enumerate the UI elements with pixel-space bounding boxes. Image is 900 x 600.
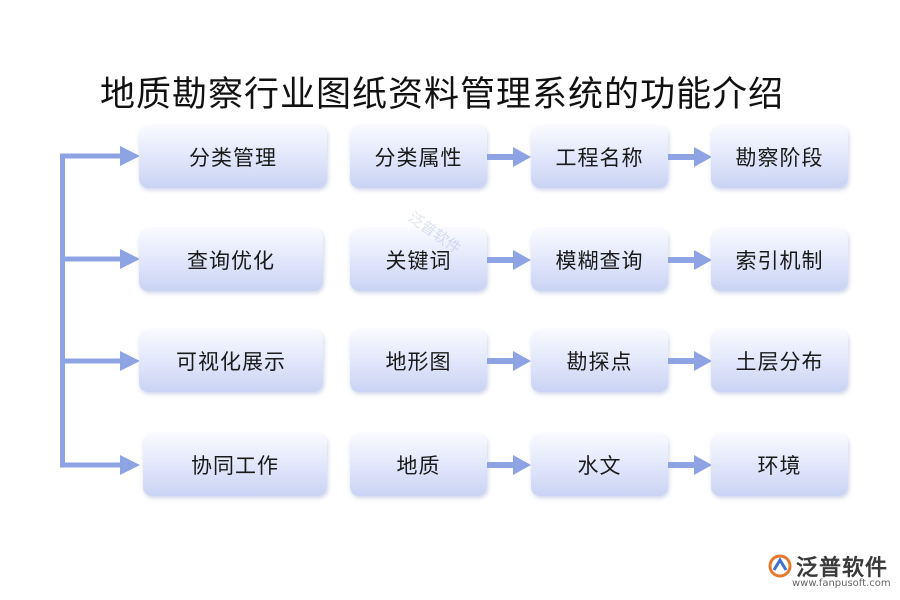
vertical-connector — [60, 155, 65, 465]
branch-arrow-3 — [60, 351, 140, 371]
node-environment: 环境 — [711, 434, 848, 496]
node-exploration-point: 勘探点 — [531, 330, 668, 392]
node-topographic-map: 地形图 — [350, 330, 487, 392]
flow-arrow — [487, 351, 531, 371]
flow-arrow — [487, 147, 531, 167]
flow-arrow — [487, 250, 531, 270]
node-hydrology: 水文 — [531, 434, 668, 496]
flow-arrow — [668, 147, 712, 167]
feature-query-optimization: 查询优化 — [139, 229, 323, 291]
branch-arrow-4 — [60, 455, 140, 475]
feature-category-management: 分类管理 — [139, 126, 327, 188]
node-index-mechanism: 索引机制 — [711, 229, 848, 291]
feature-collaboration: 协同工作 — [143, 434, 327, 496]
node-survey-stage: 勘察阶段 — [711, 126, 848, 188]
branch-arrow-1 — [60, 146, 140, 166]
feature-visualization: 可视化展示 — [139, 330, 323, 392]
brand-name: 泛普软件 — [796, 556, 889, 581]
node-fuzzy-query: 模糊查询 — [531, 229, 668, 291]
flow-arrow — [668, 455, 712, 475]
brand-logo: 泛普软件 — [768, 550, 888, 582]
node-soil-distribution: 土层分布 — [711, 330, 848, 392]
page-title: 地质勘察行业图纸资料管理系统的功能介绍 — [100, 75, 785, 115]
branch-arrow-2 — [60, 249, 140, 269]
flow-arrow — [487, 455, 531, 475]
flow-arrow — [668, 250, 712, 270]
node-category-attribute: 分类属性 — [350, 126, 487, 188]
node-keyword: 关键词 — [350, 229, 487, 291]
flow-arrow — [668, 351, 712, 371]
brand-url: www.fanpusoft.com — [792, 578, 891, 589]
node-project-name: 工程名称 — [531, 126, 668, 188]
brand-logo-icon — [768, 554, 792, 578]
node-geology: 地质 — [350, 434, 487, 496]
